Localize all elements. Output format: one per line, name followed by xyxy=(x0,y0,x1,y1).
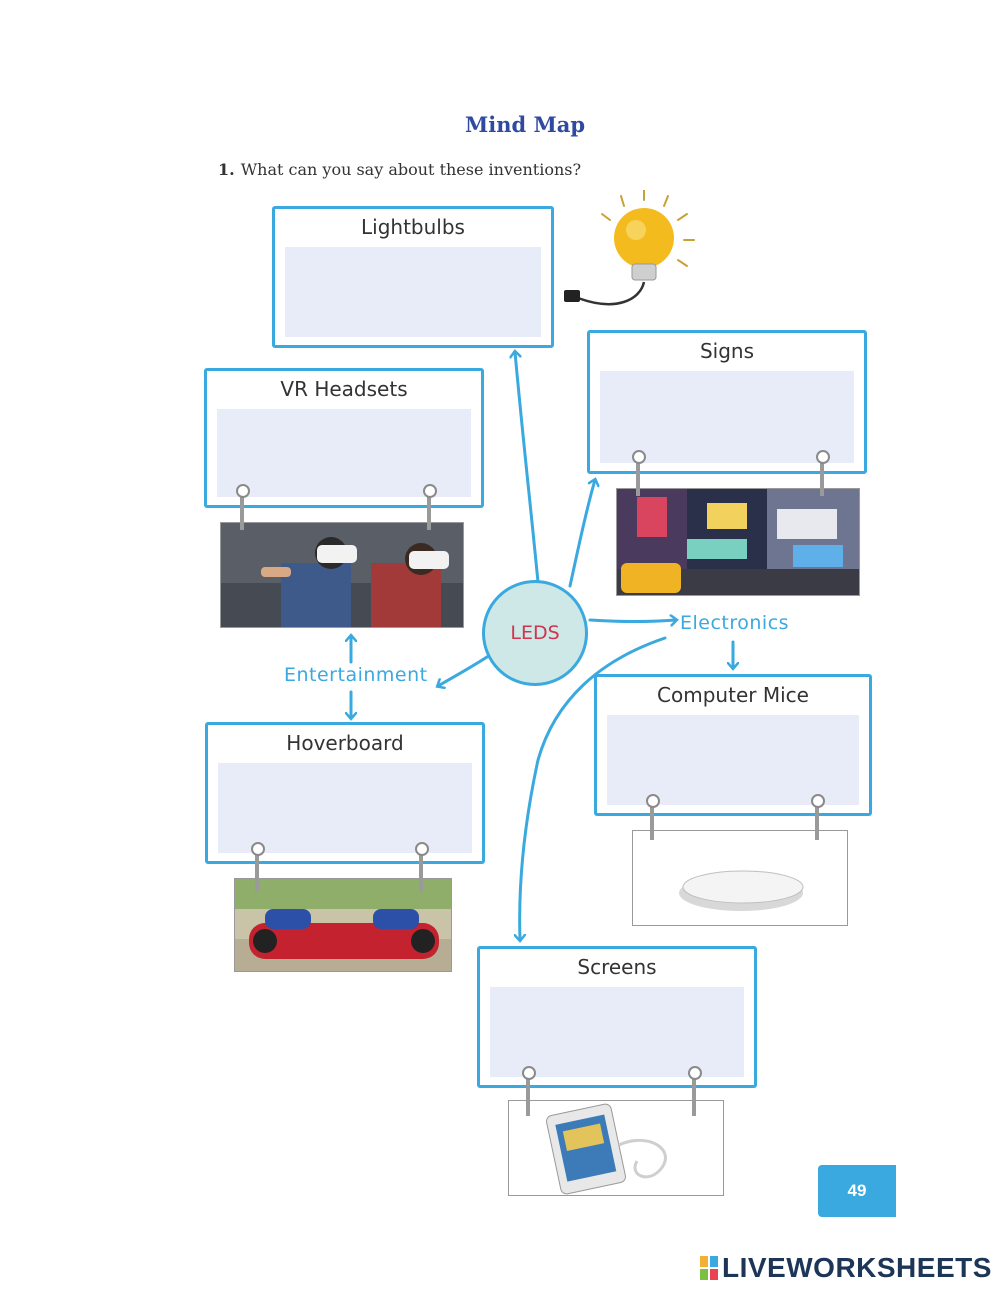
screens-photo xyxy=(508,1100,724,1196)
arrow-to-entertainment xyxy=(438,653,492,686)
clip-icon xyxy=(816,450,830,464)
computer-mice-box: Computer Mice xyxy=(594,674,872,816)
hoverboard-answer-field[interactable] xyxy=(218,763,472,853)
hoverboard-photo xyxy=(234,878,452,972)
page-number: 49 xyxy=(847,1181,867,1200)
arrow-to-screens xyxy=(520,636,667,940)
lightbulbs-label: Lightbulbs xyxy=(361,215,465,239)
brand-logo: LIVEWORKSHEETS xyxy=(700,1252,992,1284)
lightbulb-illustration xyxy=(564,190,695,306)
vr-headsets-label: VR Headsets xyxy=(280,377,408,401)
signs-answer-field[interactable] xyxy=(600,371,854,463)
screens-answer-field[interactable] xyxy=(490,987,744,1077)
screens-box: Screens xyxy=(477,946,757,1088)
question-number: 1. xyxy=(218,160,235,179)
signs-photo xyxy=(616,488,860,596)
brand-text: LIVEWORKSHEETS xyxy=(722,1252,992,1283)
clip-icon xyxy=(415,842,429,856)
screens-label: Screens xyxy=(577,955,657,979)
lightbulbs-box: Lightbulbs xyxy=(272,206,554,348)
signs-label: Signs xyxy=(699,339,755,363)
arrow-to-lightbulbs xyxy=(515,352,540,584)
hoverboard-label: Hoverboard xyxy=(286,731,404,755)
clip-icon xyxy=(688,1066,702,1080)
computer-mice-answer-field[interactable] xyxy=(607,715,859,805)
clip-icon xyxy=(251,842,265,856)
electronics-label: Electronics xyxy=(680,612,790,634)
page-number-tab: 49 xyxy=(818,1165,896,1217)
page-title: Mind Map xyxy=(464,112,586,137)
clip-icon xyxy=(522,1066,536,1080)
question-text: What can you say about these inventions? xyxy=(240,160,582,179)
signs-box: Signs xyxy=(587,330,867,474)
computer-mouse-photo xyxy=(632,830,848,926)
computer-mice-label: Computer Mice xyxy=(657,683,809,707)
clip-icon xyxy=(646,794,660,808)
clip-icon xyxy=(632,450,646,464)
arrow-to-signs xyxy=(568,480,595,588)
clip-icon xyxy=(811,794,825,808)
leds-hub-label: LEDS xyxy=(510,622,560,644)
brand-blocks-icon xyxy=(700,1256,718,1280)
entertainment-label: Entertainment xyxy=(284,664,428,686)
hoverboard-box: Hoverboard xyxy=(205,722,485,864)
lightbulbs-answer-field[interactable] xyxy=(285,247,541,337)
vr-headsets-box: VR Headsets xyxy=(204,368,484,508)
vr-headsets-answer-field[interactable] xyxy=(217,409,471,497)
arrow-to-electronics xyxy=(588,620,676,622)
clip-icon xyxy=(423,484,437,498)
vr-headsets-photo xyxy=(220,522,464,628)
leds-hub: LEDS xyxy=(482,580,588,686)
clip-icon xyxy=(236,484,250,498)
question: 1. What can you say about these invention… xyxy=(218,160,581,179)
